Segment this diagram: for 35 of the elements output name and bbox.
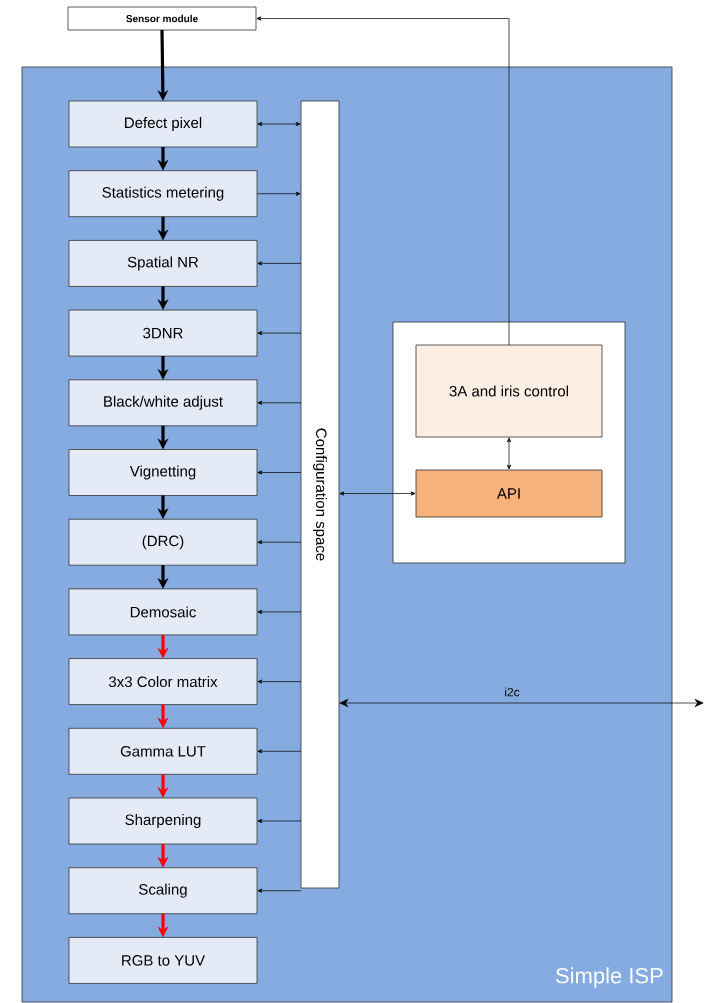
configuration-bar: Configuration space [300, 100, 340, 889]
arrow [257, 609, 302, 614]
arrow [257, 888, 302, 893]
edge-label: i2c [505, 687, 520, 697]
process-box: Black/white adjust [68, 379, 258, 427]
process-box: (DRC) [68, 518, 258, 566]
arrow [257, 470, 302, 475]
arrow [257, 818, 302, 824]
arrow [257, 331, 302, 336]
arrow [339, 491, 416, 496]
process-box: 3x3 Color matrix [68, 658, 258, 705]
process-box: Vignetting [68, 449, 258, 496]
process-box: Scaling [68, 867, 258, 915]
api-box: API [415, 469, 603, 518]
arrow [506, 437, 512, 470]
arrow [257, 540, 302, 545]
arrow [257, 121, 301, 127]
process-box: Sharpening [68, 797, 258, 845]
process-box: Statistics metering [68, 170, 258, 218]
arrow [339, 699, 704, 708]
process-box: Demosaic [68, 588, 258, 636]
process-box: RGB to YUV [68, 937, 258, 984]
arrow [257, 400, 302, 405]
process-box: Gamma LUT [68, 727, 258, 775]
process-box: Spatial NR [68, 240, 258, 287]
sensor-box: Sensor module [67, 6, 257, 31]
control-box: 3A and iris control [415, 344, 603, 438]
panel-title: Simple ISP [556, 967, 663, 988]
arrow [256, 16, 510, 346]
arrow [257, 261, 302, 266]
arrow [257, 749, 302, 754]
arrow [256, 191, 301, 196]
process-box: Defect pixel [68, 100, 258, 148]
arrow [257, 679, 302, 684]
process-box: 3DNR [68, 309, 258, 357]
